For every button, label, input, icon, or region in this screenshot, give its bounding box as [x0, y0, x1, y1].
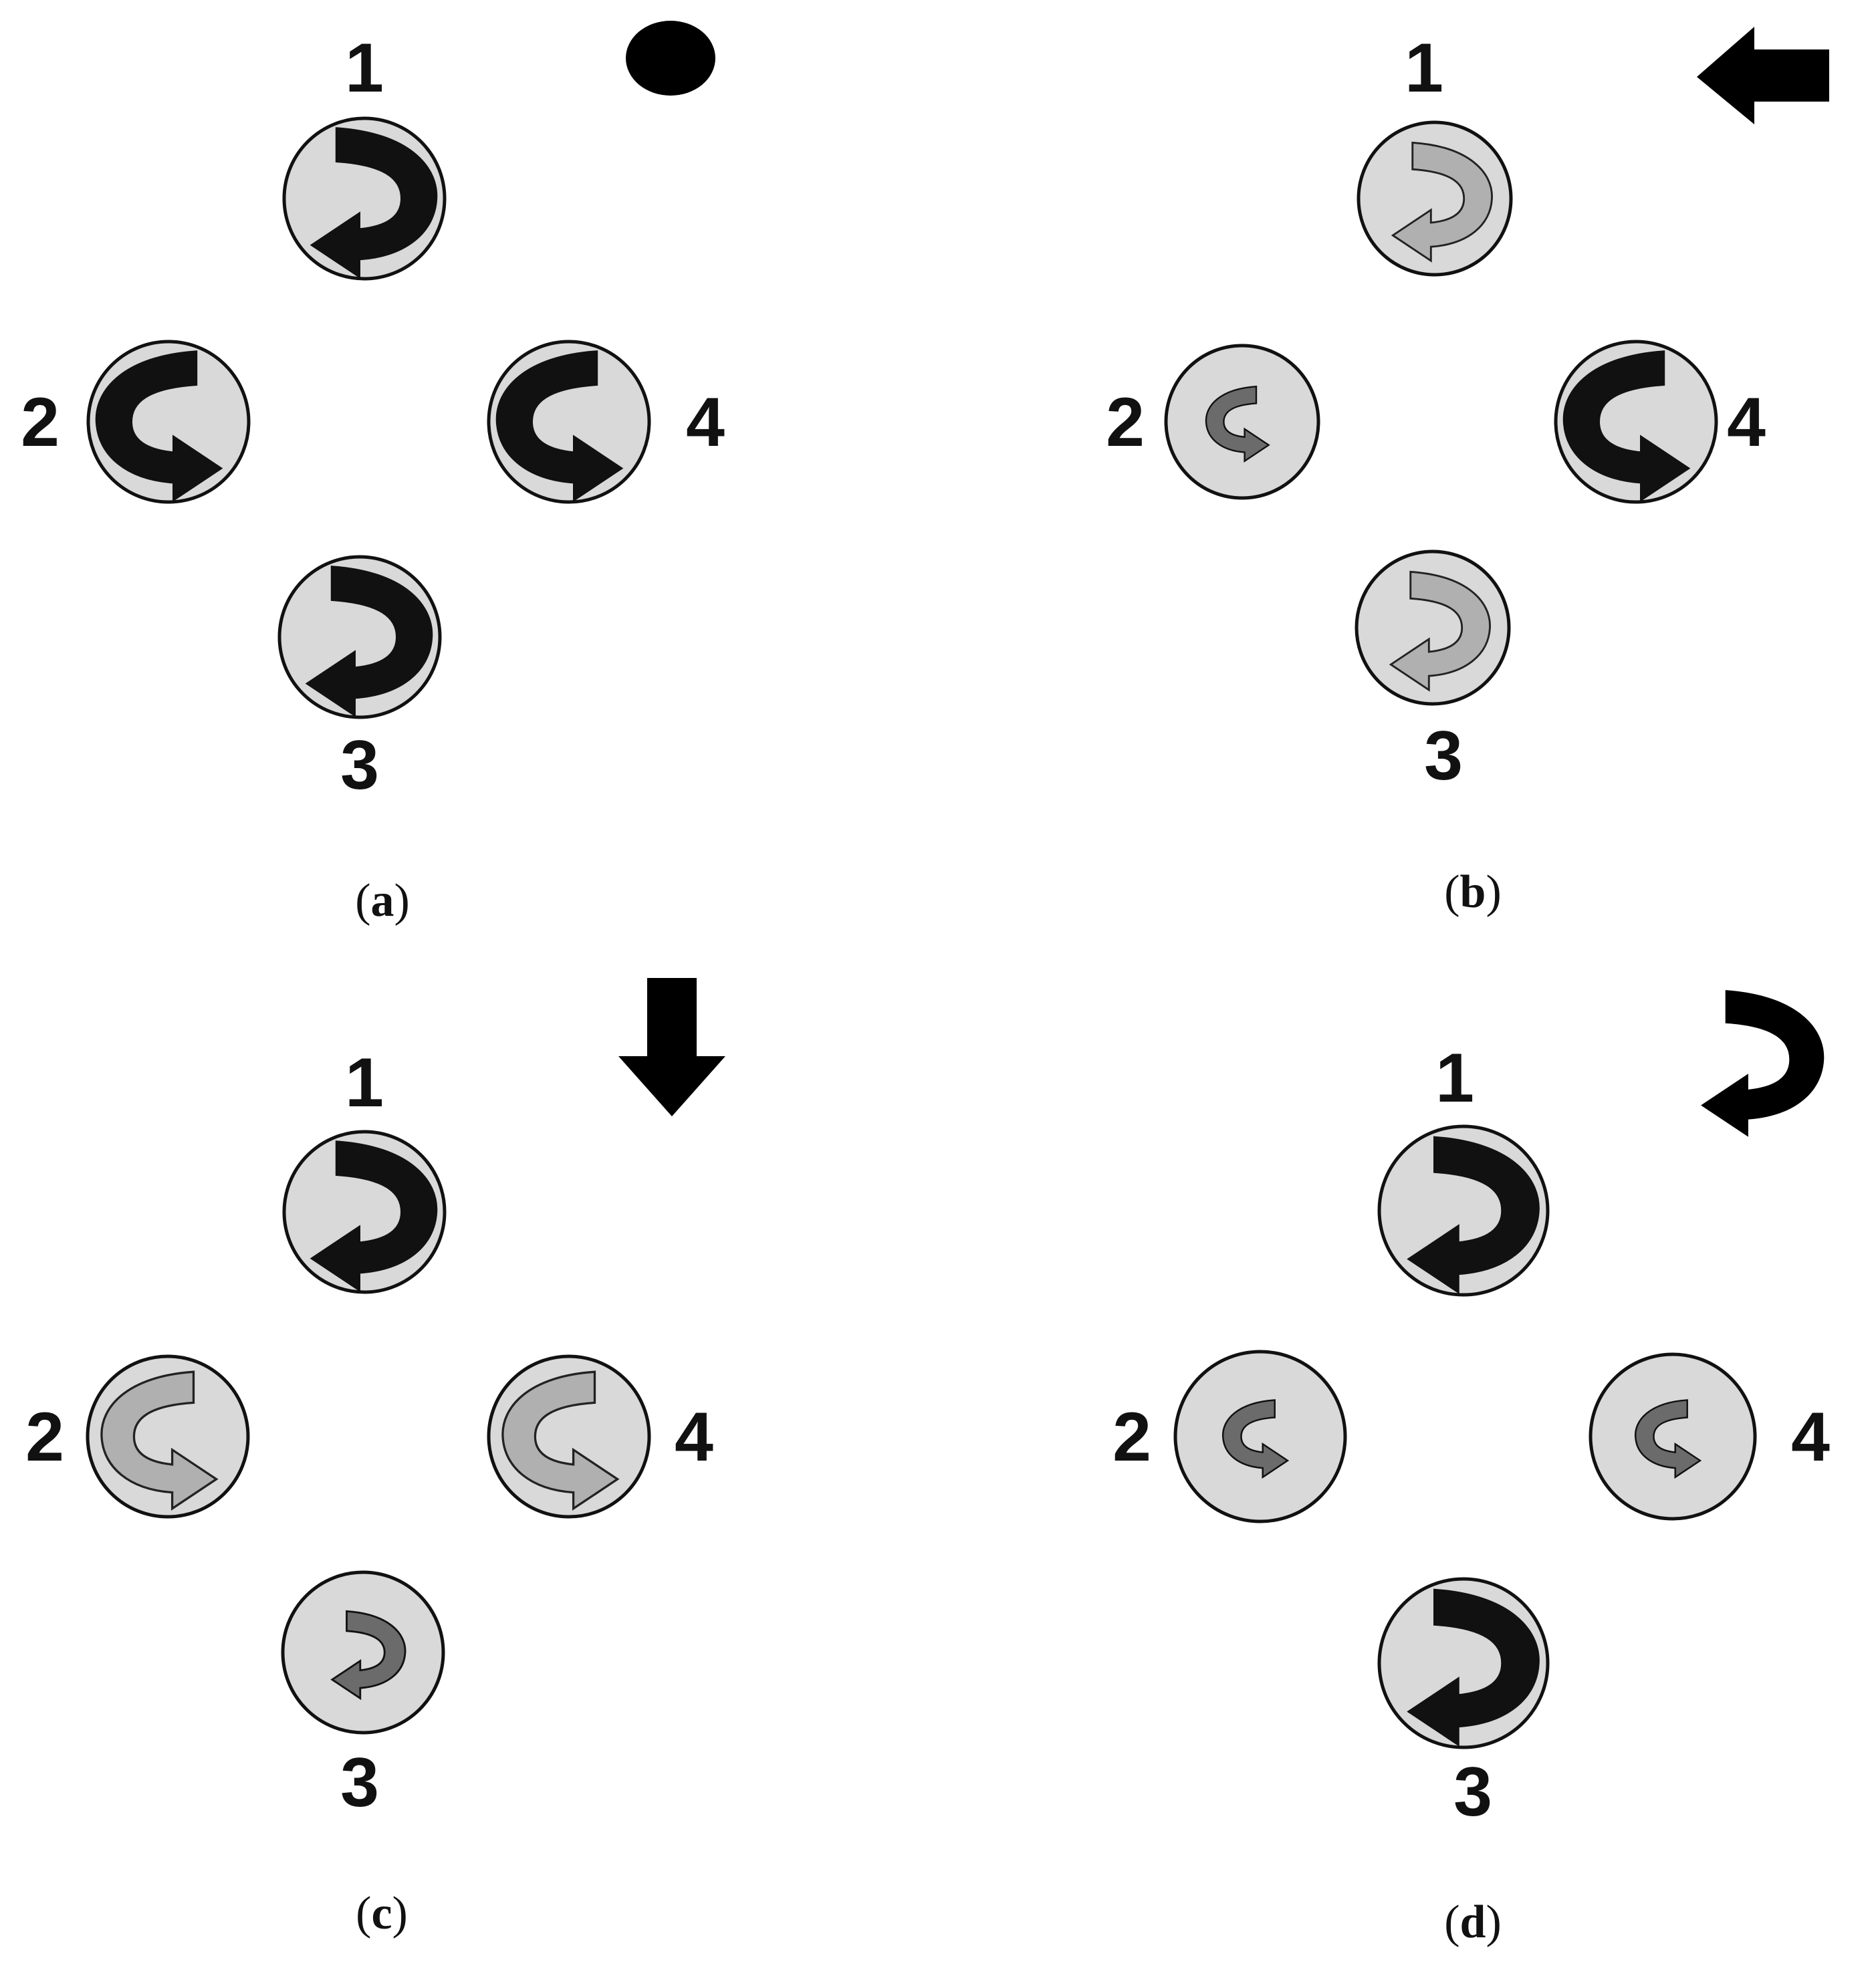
rotor-2: 2: [1106, 344, 1320, 500]
panel-c: 1 2 3 4 (c): [25, 978, 725, 1939]
rotor-label: 4: [1791, 1398, 1830, 1476]
rotor-3: 3: [277, 555, 442, 804]
rotor-label: 3: [340, 1744, 379, 1822]
panel-caption: (d): [1444, 1896, 1502, 1948]
panel-caption: (b): [1444, 866, 1502, 918]
panel-caption: (a): [355, 875, 410, 926]
rotor-label: 1: [345, 1044, 384, 1122]
panel-d: 1 2 3 4 (d): [1112, 990, 1830, 1948]
rotor-label: 3: [1424, 717, 1463, 795]
down-arrow-icon: [618, 978, 725, 1116]
rotor-label: 3: [1453, 1753, 1492, 1831]
rotor-4: 4: [487, 1354, 713, 1519]
rotor-1: 1: [1357, 29, 1513, 277]
rotor-label: 4: [686, 384, 725, 461]
rotor-label: 3: [340, 727, 379, 804]
rotor-3: 3: [281, 1570, 445, 1822]
panel-a: 1 2 3 4 (a): [21, 21, 725, 926]
rotor-2: 2: [21, 340, 251, 504]
rotor-3: 3: [1355, 549, 1511, 795]
rotor-label: 2: [1112, 1398, 1151, 1476]
rotor-label: 2: [21, 384, 60, 461]
rotor-label: 2: [1106, 384, 1145, 461]
rotor-label: 4: [675, 1398, 713, 1476]
panel-b: 1 2 3 4 (b): [1106, 27, 1829, 918]
left-arrow-icon: [1697, 27, 1829, 124]
rotor-2: 2: [1112, 1350, 1347, 1523]
rotor-label: 4: [1727, 384, 1766, 461]
rotor-4: 4: [487, 340, 725, 504]
rotor-2: 2: [25, 1354, 250, 1519]
panel-caption: (c): [356, 1888, 408, 1939]
rotor-3: 3: [1377, 1577, 1550, 1831]
rotor-label: 2: [25, 1398, 64, 1476]
rotor-label: 1: [1435, 1039, 1474, 1117]
rotor-1: 1: [282, 1044, 447, 1294]
yaw-rotation-icon: [1701, 990, 1825, 1137]
rotor-label: 1: [1405, 29, 1443, 107]
rotor-4: 4: [1554, 340, 1766, 504]
rotor-1: 1: [282, 29, 447, 281]
rotor-1: 1: [1377, 1039, 1550, 1297]
hover-dot-icon: [626, 21, 715, 96]
rotor-4: 4: [1589, 1352, 1830, 1521]
rotor-label: 1: [345, 29, 384, 107]
